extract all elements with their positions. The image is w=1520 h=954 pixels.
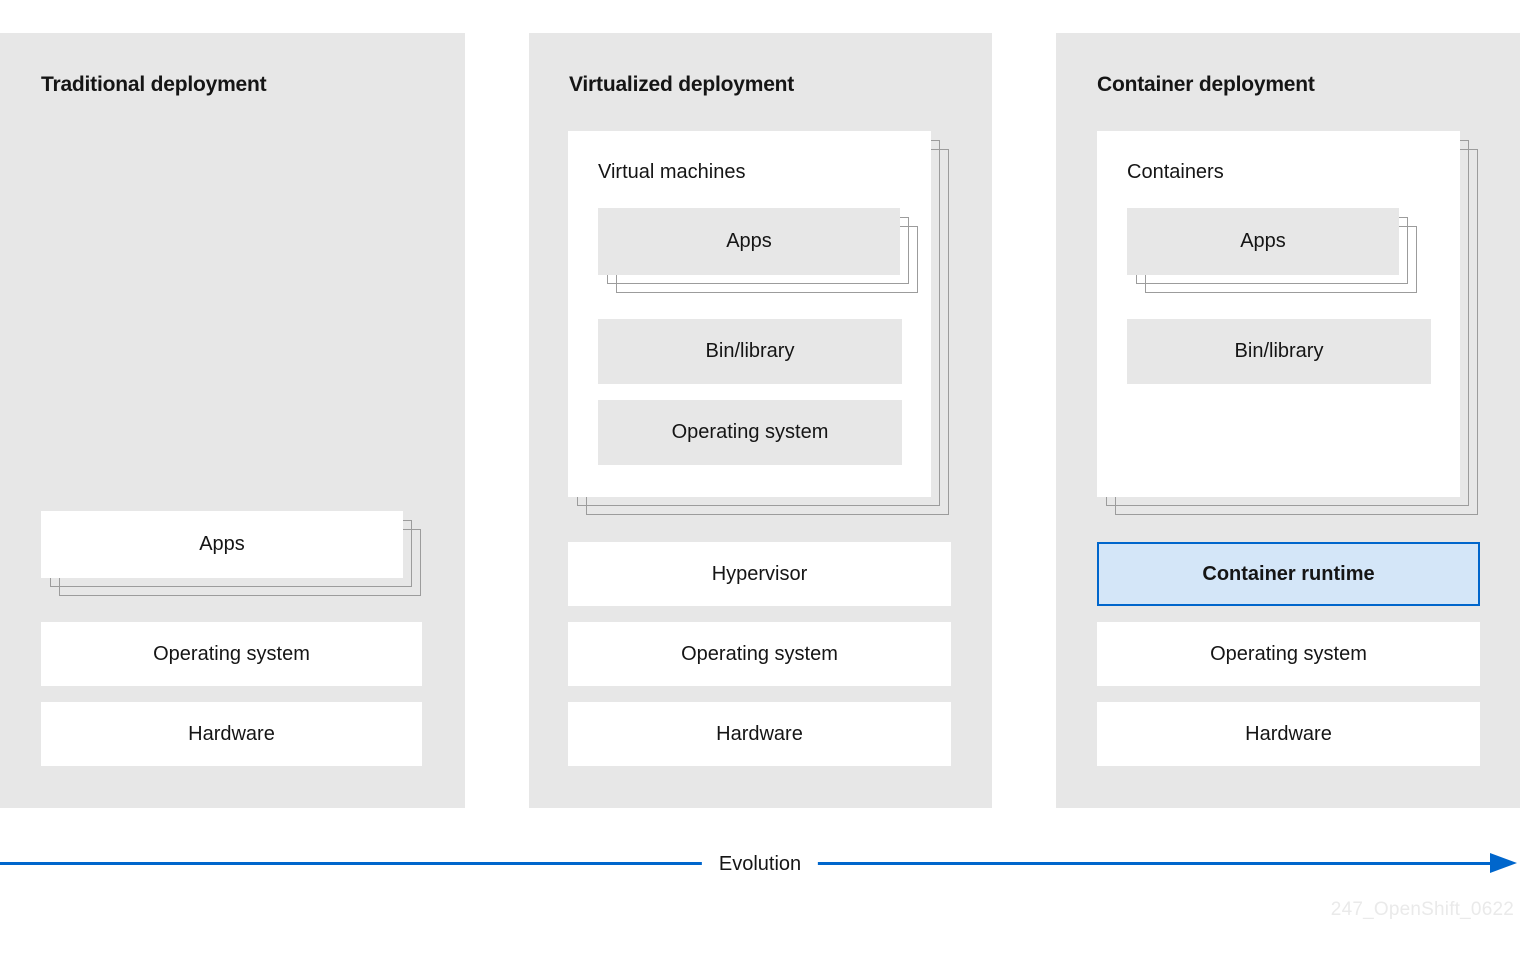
column-traditional-deployment: Traditional deployment Apps Operating sy… (0, 33, 465, 808)
card-title-containers: Containers (1127, 161, 1224, 183)
column-title-virtualized: Virtualized deployment (569, 73, 795, 96)
box-label-apps: Apps (598, 208, 900, 275)
box-hypervisor: Hypervisor (568, 542, 951, 606)
column-virtualized-deployment: Virtualized deployment Virtual machines … (529, 33, 992, 808)
card-containers: Containers Apps Bin/library (1097, 131, 1460, 497)
box-hardware-virtualized: Hardware (568, 702, 951, 766)
evolution-label: Evolution (701, 840, 819, 888)
box-label-apps: Apps (1127, 208, 1399, 275)
box-bin-library-vm: Bin/library (598, 319, 902, 384)
box-operating-system-traditional: Operating system (41, 622, 422, 686)
column-title-traditional: Traditional deployment (41, 73, 267, 96)
box-operating-system-virtualized: Operating system (568, 622, 951, 686)
box-bin-library-container: Bin/library (1127, 319, 1431, 384)
card-virtual-machines: Virtual machines Apps Bin/library Operat… (568, 131, 931, 497)
watermark-text: 247_OpenShift_0622 (1330, 899, 1514, 920)
stacked-box-apps-vm: Apps (598, 208, 918, 293)
evolution-arrow: Evolution (0, 840, 1520, 890)
box-label-apps: Apps (41, 511, 403, 578)
stacked-card-virtual-machines: Virtual machines Apps Bin/library Operat… (568, 131, 949, 515)
card-title-virtual-machines: Virtual machines (598, 161, 746, 183)
box-hardware-traditional: Hardware (41, 702, 422, 766)
stacked-box-apps-container: Apps (1127, 208, 1417, 293)
box-operating-system-container: Operating system (1097, 622, 1480, 686)
arrow-head-icon (1490, 853, 1517, 873)
box-container-runtime[interactable]: Container runtime (1097, 542, 1480, 606)
column-title-container: Container deployment (1097, 73, 1315, 96)
box-hardware-container: Hardware (1097, 702, 1480, 766)
column-container-deployment: Container deployment Containers Apps Bin… (1056, 33, 1520, 808)
box-operating-system-vm: Operating system (598, 400, 902, 465)
stacked-card-containers: Containers Apps Bin/library (1097, 131, 1478, 515)
stacked-box-apps-traditional: Apps (41, 511, 421, 596)
